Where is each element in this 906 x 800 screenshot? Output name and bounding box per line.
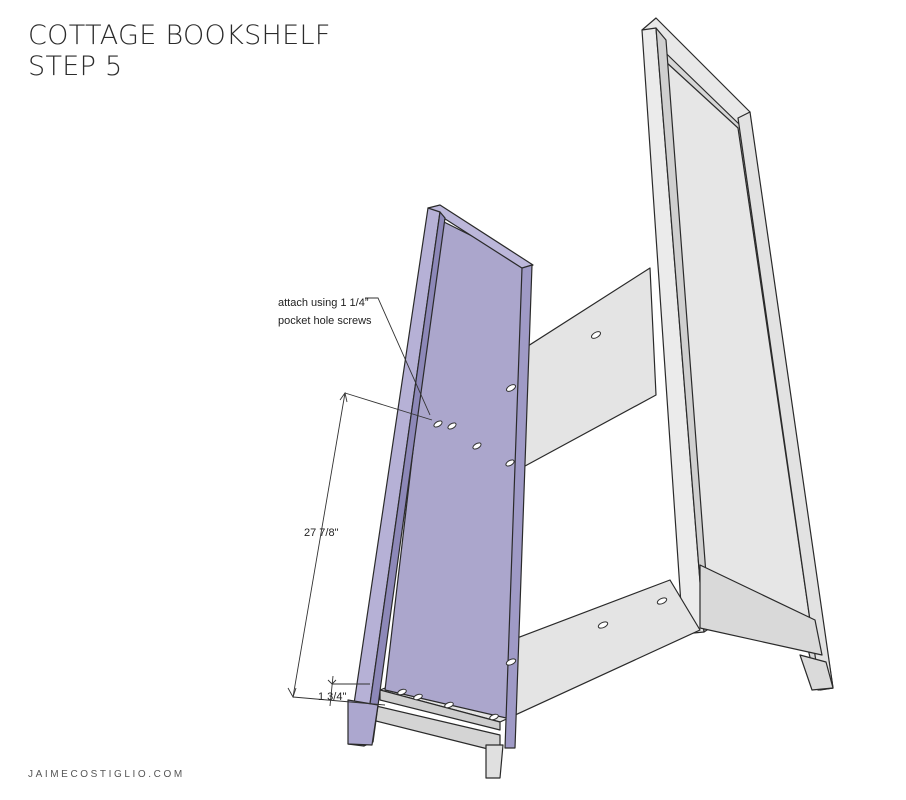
page-title: COTTAGE BOOKSHELF STEP 5 (28, 20, 331, 82)
left-panel-top-rail (427, 204, 534, 271)
bottom-offset-dimension: 1 3/4" (318, 691, 346, 703)
pocket-hole (505, 658, 517, 666)
title-line-2: STEP 5 (28, 51, 123, 82)
pocket-hole (444, 701, 454, 709)
annotation-leader (365, 297, 431, 416)
pocket-hole (505, 459, 515, 467)
annotation-text-line-1: attach using 1 1/4” (278, 297, 369, 309)
left-panel-front-leg (347, 699, 379, 746)
left-side-panel (347, 204, 534, 749)
pocket-hole (590, 331, 602, 339)
pocket-hole (505, 384, 517, 392)
pocket-hole (447, 422, 457, 430)
front-leg (485, 744, 504, 779)
title-line-1: COTTAGE BOOKSHELF (28, 20, 331, 51)
shelf-spacing-dimension: 27 7/8" (304, 527, 339, 539)
pocket-hole (656, 597, 668, 605)
pocket-holes-top (433, 331, 602, 467)
pocket-hole (433, 420, 443, 428)
pocket-holes-bottom (397, 597, 668, 721)
dimension-lines (287, 391, 433, 707)
pocket-hole (397, 688, 407, 696)
right-side-assembly (641, 17, 834, 691)
annotation-text-line-2: pocket hole screws (278, 315, 372, 327)
left-panel-rear-stile (504, 264, 533, 749)
site-credit: JAIMECOSTIGLIO.COM (28, 769, 185, 780)
pocket-hole (472, 442, 482, 450)
bottom-shelf-back-panel (699, 564, 823, 656)
right-rear-leg (799, 654, 834, 691)
bottom-shelf-front-edge (379, 689, 501, 731)
pocket-hole (489, 713, 499, 721)
pocket-hole (597, 621, 609, 629)
pocket-hole (413, 693, 423, 701)
